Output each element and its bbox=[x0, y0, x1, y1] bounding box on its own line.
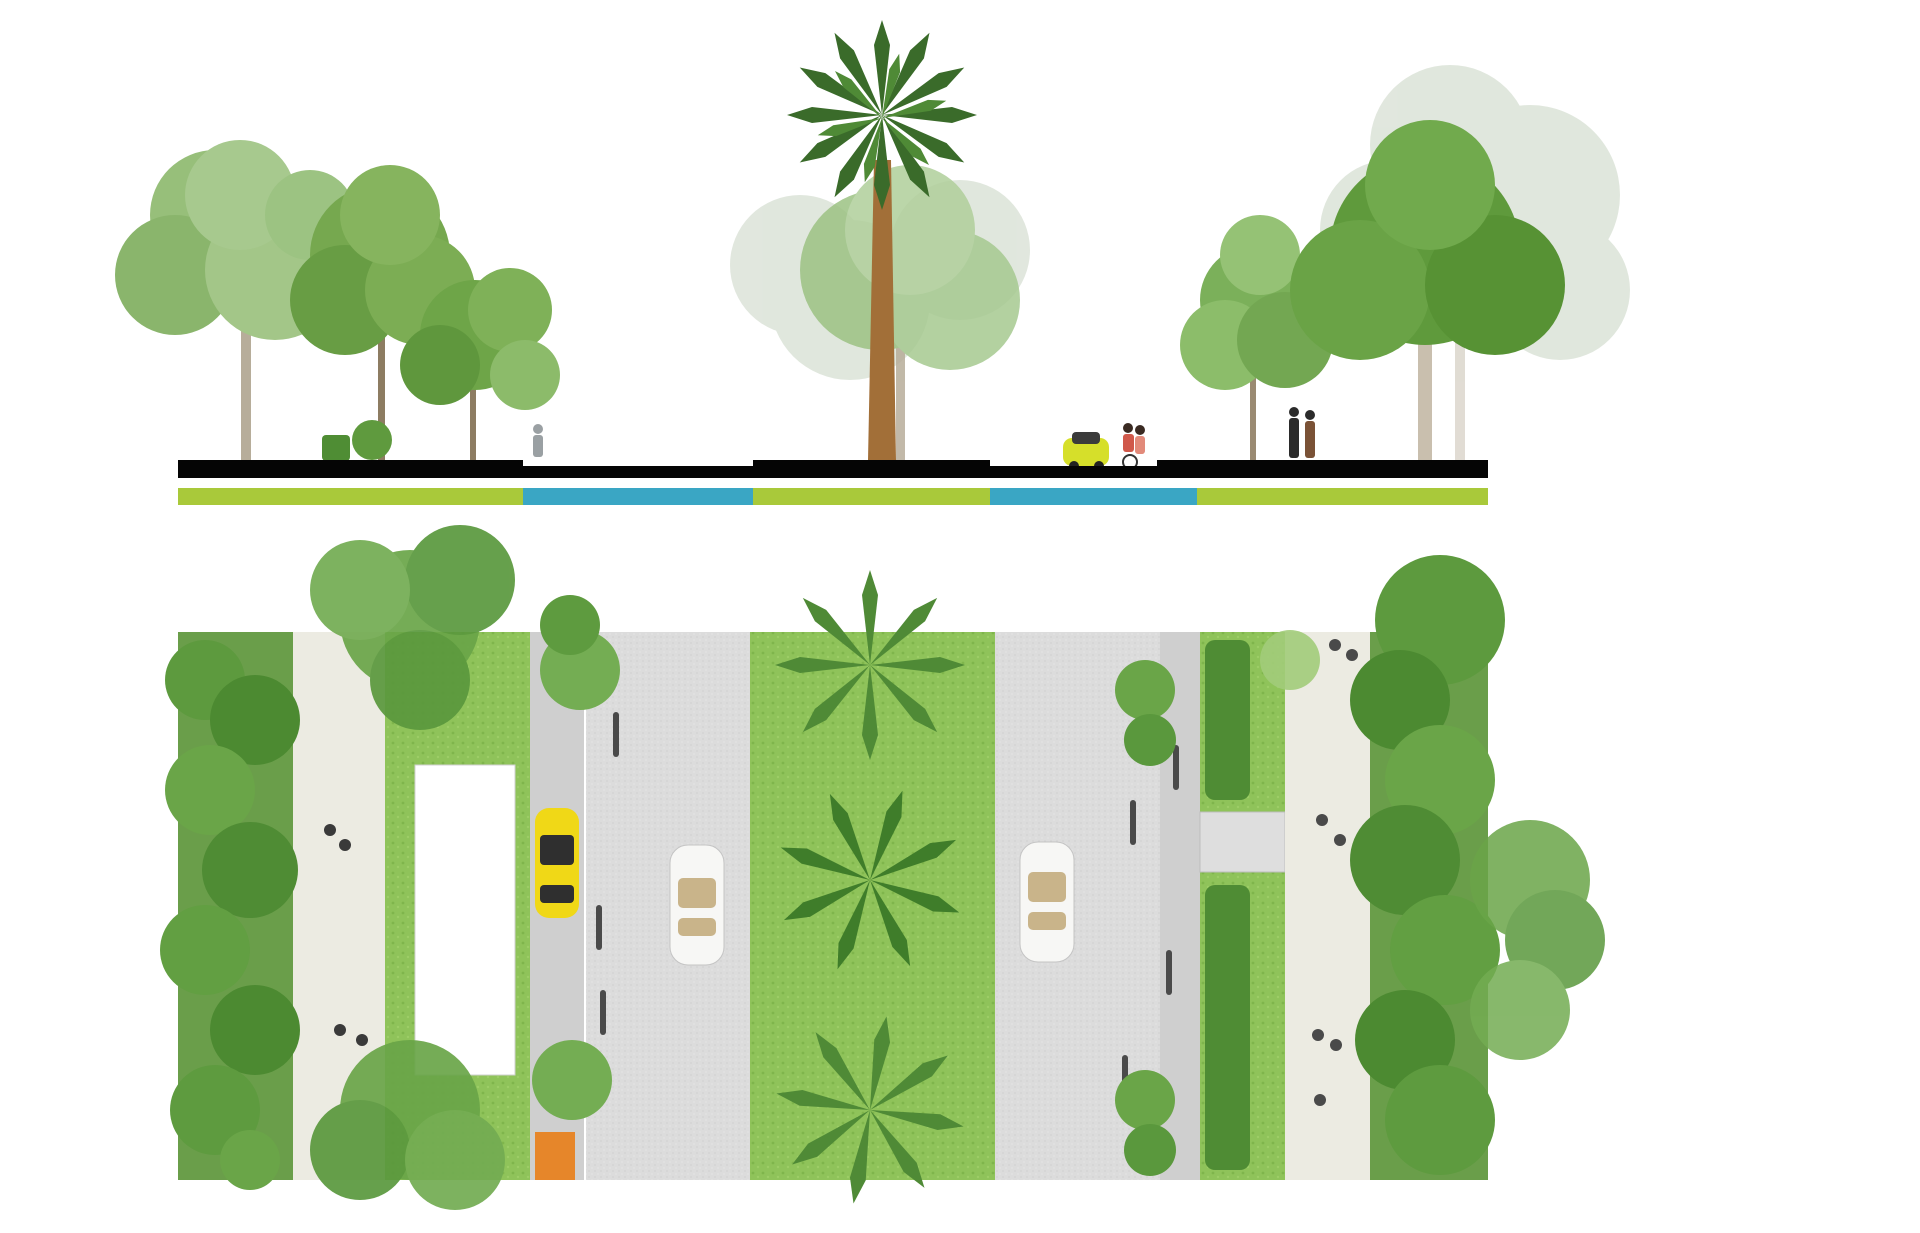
deciduous-tree-icon bbox=[1350, 555, 1505, 1175]
deciduous-tree-icon bbox=[1470, 820, 1605, 1060]
pedestrian-icon bbox=[1312, 639, 1358, 1106]
deciduous-tree-icon bbox=[1115, 660, 1176, 1176]
palm-tree-icon bbox=[787, 20, 977, 460]
section-ground bbox=[178, 460, 1488, 478]
palm-tree-icon bbox=[775, 570, 965, 760]
car-icon bbox=[535, 808, 579, 918]
car-icon bbox=[1063, 432, 1109, 471]
deciduous-tree-icon bbox=[310, 525, 515, 730]
deciduous-tree-icon bbox=[1260, 630, 1320, 690]
zone-band bbox=[178, 488, 1488, 505]
cyclist-icon bbox=[1122, 423, 1145, 470]
pedestrian-icon bbox=[533, 424, 543, 457]
deciduous-tree-icon bbox=[290, 165, 475, 460]
orange-vehicle bbox=[535, 1132, 575, 1180]
cyclist-icon bbox=[596, 712, 619, 1035]
section-view bbox=[115, 20, 1630, 505]
west-road bbox=[585, 632, 750, 1180]
deciduous-tree-icon bbox=[1180, 215, 1333, 460]
shrub bbox=[322, 420, 392, 461]
car-icon bbox=[1019, 841, 1075, 963]
deciduous-tree-icon bbox=[1290, 120, 1565, 460]
building-footprint bbox=[414, 764, 516, 1076]
deciduous-tree-icon bbox=[160, 640, 300, 1190]
plan-view bbox=[160, 525, 1605, 1210]
deciduous-tree-icon bbox=[400, 268, 560, 460]
deciduous-tree-icon bbox=[532, 595, 620, 1120]
car-icon bbox=[669, 844, 725, 966]
pedestrian-icon bbox=[1289, 407, 1315, 458]
hedge bbox=[1205, 640, 1250, 1170]
crosswalk-slab bbox=[1199, 811, 1286, 873]
pedestrian-icon bbox=[324, 824, 368, 1046]
deciduous-tree-icon bbox=[310, 1040, 505, 1210]
deciduous-tree-icon bbox=[115, 140, 355, 460]
